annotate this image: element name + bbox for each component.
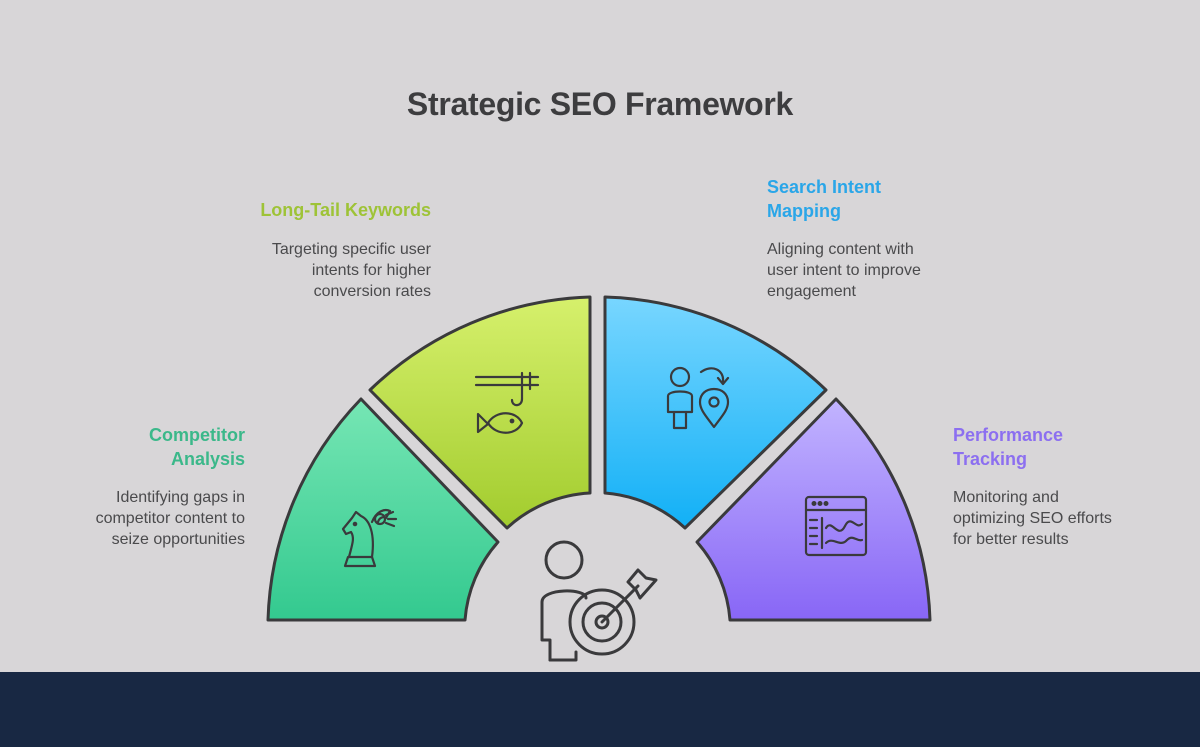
person-target-icon: [540, 540, 658, 662]
long-tail-keywords-title: Long-Tail Keywords: [260, 200, 431, 220]
chess-knight-icon: [341, 508, 398, 568]
segment-long-tail-keywords[interactable]: [368, 295, 592, 530]
person-location-icon: [666, 366, 730, 430]
competitor-analysis-title: Competitor Analysis: [149, 425, 245, 469]
performance-tracking-title: Performance Tracking: [953, 425, 1064, 469]
footer-band: [0, 672, 1200, 747]
fishing-hook-icon: [474, 371, 540, 434]
performance-tracking-description: Monitoring and optimizing SEO efforts fo…: [953, 489, 1112, 548]
dashboard-chart-icon: [804, 495, 868, 557]
page-title: Strategic SEO Framework: [406, 86, 794, 122]
long-tail-keywords-description: Targeting specific user intents for high…: [271, 241, 431, 300]
search-intent-mapping-description: Aligning content with user intent to imp…: [767, 241, 921, 300]
search-intent-mapping-title: Search Intent Mapping: [767, 177, 882, 221]
framework-diagram: [266, 295, 932, 662]
competitor-analysis-description: Identifying gaps in competitor content t…: [95, 489, 245, 548]
diagram-canvas: [0, 0, 1200, 672]
segment-search-intent-mapping[interactable]: [603, 295, 828, 530]
